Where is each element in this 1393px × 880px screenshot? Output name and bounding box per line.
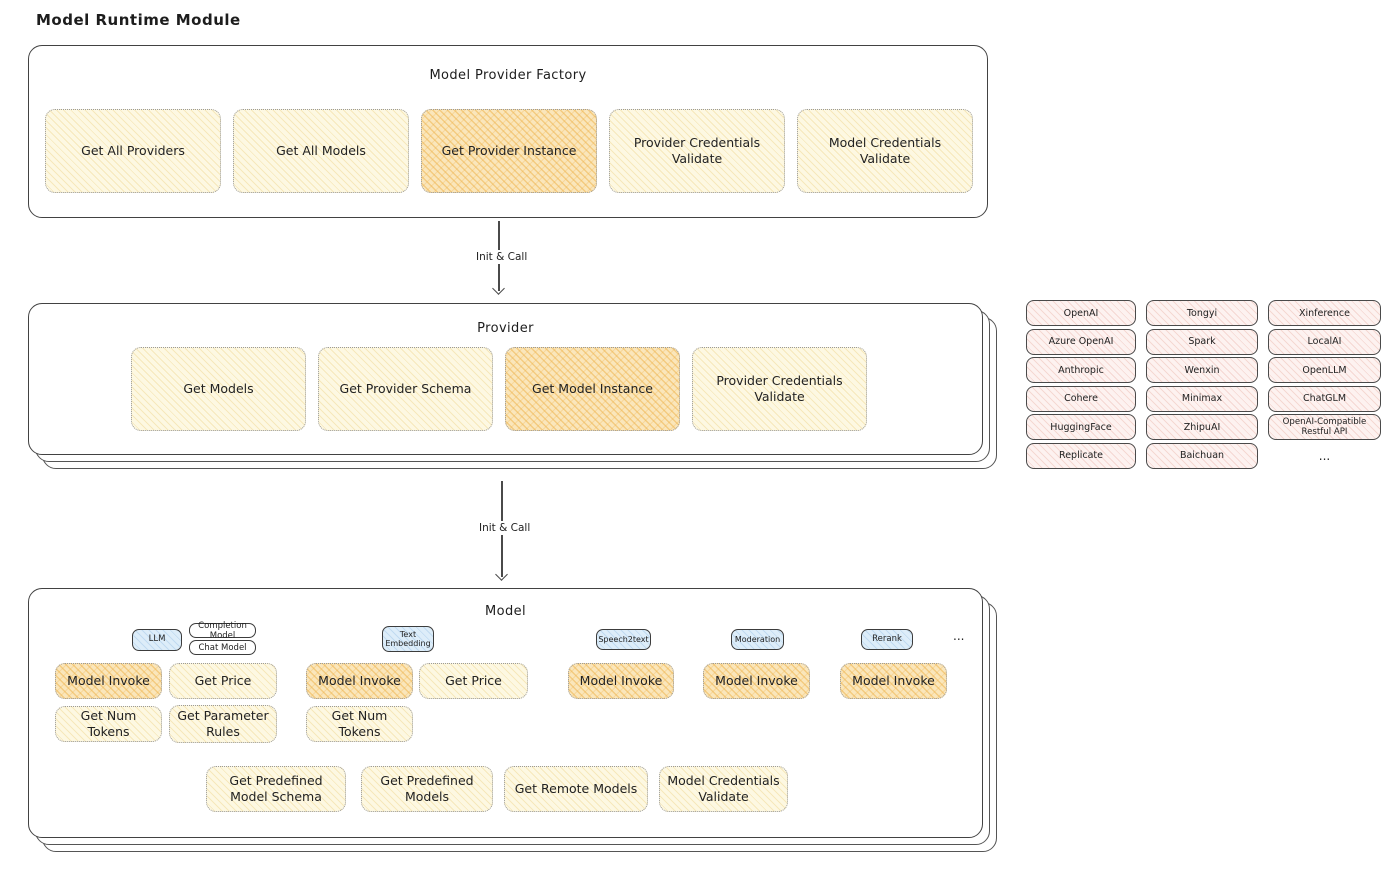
model-get-remote-models: Get Remote Models [504,766,648,812]
text-embedding-get-price: Get Price [419,663,528,699]
factory-box-get-all-providers: Get All Providers [45,109,221,193]
tag-llm: LLM [132,629,182,651]
speech2text-model-invoke: Model Invoke [568,663,674,699]
provider-box-get-provider-schema: Get Provider Schema [318,347,493,431]
text-embedding-get-num-tokens: Get Num Tokens [306,706,413,742]
provider-grid-more-ellipsis: ... [1318,448,1331,463]
factory-container: Model Provider Factory Get All Providers… [28,45,988,218]
tag-rerank: Rerank [861,629,913,650]
provider-chip-tongyi: Tongyi [1146,300,1258,326]
init-call-label-1: Init & Call [473,250,531,264]
factory-box-model-credentials-validate: Model Credentials Validate [797,109,973,193]
arrow-provider-to-model-head [495,568,508,581]
provider-chip-minimax: Minimax [1146,385,1258,412]
provider-chip-spark: Spark [1146,328,1258,355]
llm-get-parameter-rules: Get Parameter Rules [169,705,277,743]
tag-text-embedding: Text Embedding [382,626,434,652]
provider-title: Provider [477,321,534,336]
factory-box-provider-credentials-validate: Provider Credentials Validate [609,109,785,193]
tag-speech2text: Speech2text [596,629,651,650]
provider-chip-baichuan: Baichuan [1146,442,1258,469]
llm-model-invoke: Model Invoke [55,663,162,699]
init-call-label-2: Init & Call [476,521,534,535]
model-title: Model [484,604,527,619]
tags-more-ellipsis: ... [953,629,965,643]
tag-moderation: Moderation [731,629,784,650]
provider-chip-openllm: OpenLLM [1268,357,1381,384]
provider-chip-azure-openai: Azure OpenAI [1026,328,1136,355]
model-get-predefined-model-schema: Get Predefined Model Schema [206,766,346,812]
arrow-factory-to-provider-head [492,282,505,295]
model-model-credentials-validate: Model Credentials Validate [659,766,788,812]
provider-chip-openai-compatible-restful-api: OpenAI-Compatible Restful API [1268,414,1381,441]
moderation-model-invoke: Model Invoke [703,663,810,699]
provider-box-get-model-instance: Get Model Instance [505,347,680,431]
provider-chip-zhipuai: ZhipuAI [1146,414,1258,441]
provider-chip-huggingface: HuggingFace [1026,414,1136,441]
provider-container: Provider Get Models Get Provider Schema … [28,303,983,455]
tag-chat-model: Chat Model [189,640,256,655]
factory-title: Model Provider Factory [429,68,587,83]
provider-chip-chatglm: ChatGLM [1268,385,1381,412]
provider-chip-openai: OpenAI [1026,300,1136,326]
page-title: Model Runtime Module [36,11,241,29]
provider-chip-cohere: Cohere [1026,385,1136,412]
provider-chip-anthropic: Anthropic [1026,357,1136,384]
provider-name-grid: OpenAI Tongyi Xinference Azure OpenAI Sp… [1026,300,1381,469]
provider-chip-xinference: Xinference [1268,300,1381,326]
text-embedding-model-invoke: Model Invoke [306,663,413,699]
provider-chip-wenxin: Wenxin [1146,357,1258,384]
provider-box-get-models: Get Models [131,347,306,431]
factory-box-get-provider-instance: Get Provider Instance [421,109,597,193]
llm-get-num-tokens: Get Num Tokens [55,706,162,742]
provider-box-provider-credentials-validate: Provider Credentials Validate [692,347,867,431]
rerank-model-invoke: Model Invoke [840,663,947,699]
factory-box-get-all-models: Get All Models [233,109,409,193]
provider-chip-replicate: Replicate [1026,442,1136,469]
model-get-predefined-models: Get Predefined Models [361,766,493,812]
model-container: Model LLM Completion Model Chat Model Te… [28,588,983,838]
llm-get-price: Get Price [169,663,277,699]
tag-completion-model: Completion Model [189,621,256,641]
provider-chip-localai: LocalAI [1268,328,1381,355]
